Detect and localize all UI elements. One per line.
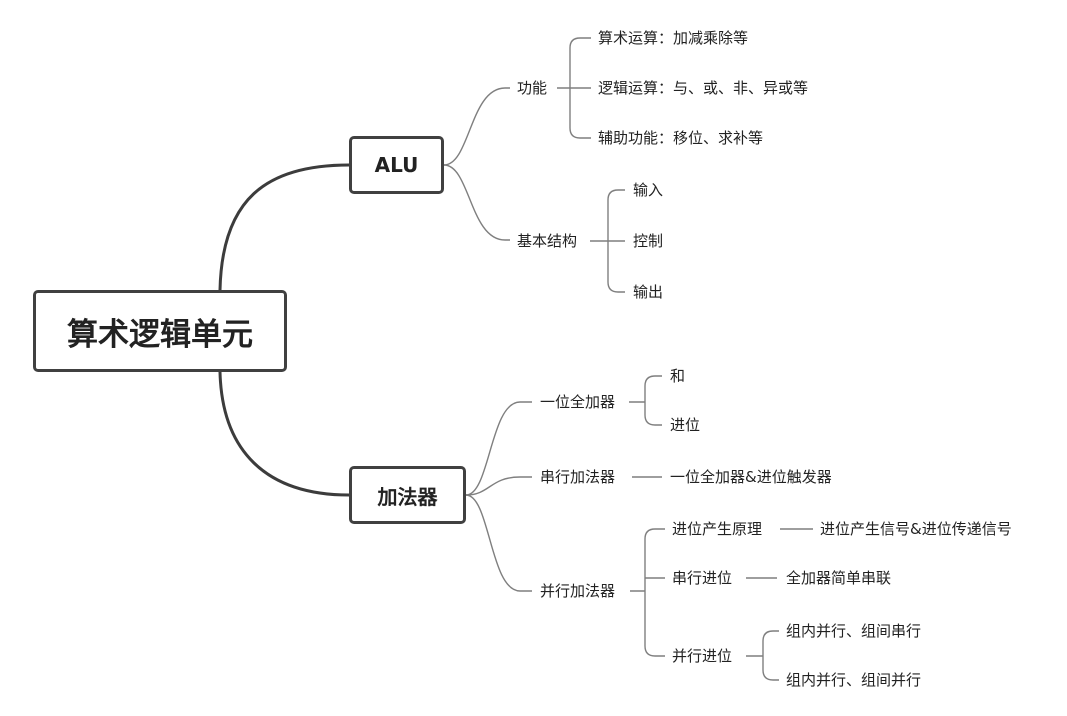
one-bit-adder-node[interactable]: 一位全加器 bbox=[540, 393, 616, 411]
parallel-carry-item-2[interactable]: 组内并行、组间并行 bbox=[786, 671, 922, 689]
edge-parallelcarry-items bbox=[746, 630, 779, 681]
structure-node[interactable]: 基本结构 bbox=[517, 232, 578, 250]
function-item-logic[interactable]: 逻辑运算：与、或、非、异或等 bbox=[598, 79, 809, 97]
edge-parallel-items bbox=[630, 528, 665, 657]
edge-alu-function bbox=[443, 87, 510, 166]
serial-adder-detail[interactable]: 一位全加器&进位触发器 bbox=[670, 468, 832, 486]
edge-onebit-items bbox=[629, 375, 662, 426]
edge-alu-structure bbox=[443, 164, 510, 241]
carry-principle-detail[interactable]: 进位产生信号&进位传递信号 bbox=[820, 520, 1012, 538]
carry-principle-node[interactable]: 进位产生原理 bbox=[672, 520, 763, 538]
serial-carry-detail[interactable]: 全加器简单串联 bbox=[786, 569, 892, 587]
edge-structure-items bbox=[590, 189, 625, 293]
edge-root-adder bbox=[218, 371, 350, 497]
edge-adder-onebit bbox=[465, 401, 532, 496]
edge-adder-parallel bbox=[465, 494, 532, 592]
structure-item-output[interactable]: 输出 bbox=[633, 283, 664, 301]
structure-item-input[interactable]: 输入 bbox=[633, 181, 664, 199]
function-node[interactable]: 功能 bbox=[517, 79, 548, 97]
edge-function-items bbox=[557, 37, 591, 139]
alu-node[interactable]: ALU bbox=[349, 136, 444, 194]
serial-carry-node[interactable]: 串行进位 bbox=[672, 569, 733, 587]
edge-root-alu bbox=[218, 163, 350, 291]
edge-adder-serial bbox=[465, 476, 532, 496]
parallel-carry-node[interactable]: 并行进位 bbox=[672, 647, 733, 665]
one-bit-item-carry[interactable]: 进位 bbox=[670, 416, 701, 434]
root-node[interactable]: 算术逻辑单元 bbox=[33, 290, 287, 372]
one-bit-item-sum[interactable]: 和 bbox=[670, 367, 686, 385]
function-item-arithmetic[interactable]: 算术运算：加减乘除等 bbox=[598, 29, 749, 47]
adder-node[interactable]: 加法器 bbox=[349, 466, 466, 524]
function-item-auxiliary[interactable]: 辅助功能：移位、求补等 bbox=[598, 129, 764, 147]
serial-adder-node[interactable]: 串行加法器 bbox=[540, 468, 616, 486]
parallel-carry-item-1[interactable]: 组内并行、组间串行 bbox=[786, 622, 922, 640]
parallel-adder-node[interactable]: 并行加法器 bbox=[540, 582, 616, 600]
structure-item-control[interactable]: 控制 bbox=[633, 232, 664, 250]
